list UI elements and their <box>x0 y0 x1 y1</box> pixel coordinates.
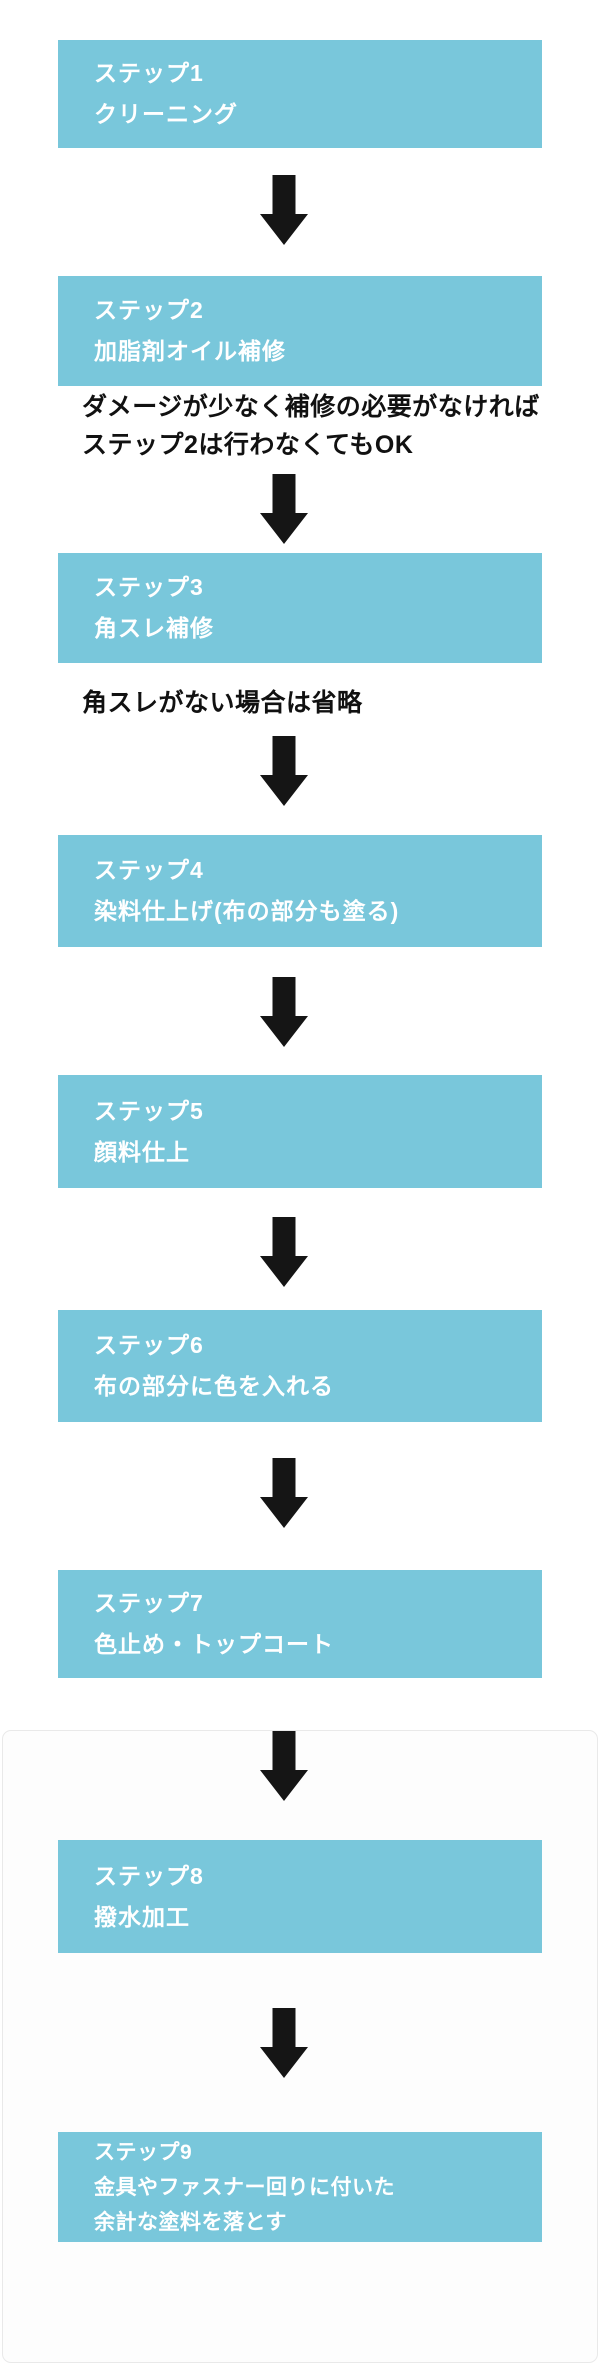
step-3-title: ステップ3 <box>94 574 204 600</box>
step-box-1: ステップ1 クリーニング <box>58 40 542 148</box>
step-box-6: ステップ6 布の部分に色を入れる <box>58 1310 542 1422</box>
step-box-5: ステップ5 顔料仕上 <box>58 1075 542 1188</box>
step-box-4: ステップ4 染料仕上げ(布の部分も塗る) <box>58 835 542 947</box>
step-7-detail: 色止め・トップコート <box>94 1631 334 1657</box>
step-9-detail-line2: 余計な塗料を落とす <box>94 2210 287 2234</box>
step-4-detail: 染料仕上げ(布の部分も塗る) <box>94 898 400 924</box>
step-7-title: ステップ7 <box>94 1590 204 1616</box>
down-arrow-icon <box>260 175 308 245</box>
step-2-detail: 加脂剤オイル補修 <box>94 338 286 364</box>
down-arrow-icon <box>260 736 308 806</box>
note-after-step2-line2: ステップ2は行わなくてもOK <box>82 431 414 459</box>
step-9-title: ステップ9 <box>94 2140 193 2164</box>
down-arrow-icon <box>260 1731 308 1801</box>
step-box-9: ステップ9 金具やファスナー回りに付いた 余計な塗料を落とす <box>58 2132 542 2242</box>
step-6-detail: 布の部分に色を入れる <box>94 1373 334 1399</box>
step-5-title: ステップ5 <box>94 1097 204 1124</box>
down-arrow-icon <box>260 474 308 544</box>
section-card-outline <box>2 1730 598 2363</box>
step-4-title: ステップ4 <box>94 857 204 883</box>
step-3-detail: 角スレ補修 <box>94 615 214 641</box>
note-after-step2-line1: ダメージが少なく補修の必要がなければ <box>82 393 540 421</box>
step-2-title: ステップ2 <box>94 297 204 323</box>
step-5-detail: 顔料仕上 <box>94 1138 190 1165</box>
step-1-detail: クリーニング <box>94 101 238 127</box>
step-box-3: ステップ3 角スレ補修 <box>58 553 542 663</box>
step-6-title: ステップ6 <box>94 1332 204 1358</box>
note-after-step3-line1: 角スレがない場合は省略 <box>82 689 363 717</box>
step-box-7: ステップ7 色止め・トップコート <box>58 1570 542 1678</box>
step-1-title: ステップ1 <box>94 60 204 86</box>
step-8-title: ステップ8 <box>94 1862 204 1889</box>
step-box-2: ステップ2 加脂剤オイル補修 <box>58 276 542 386</box>
step-8-detail: 撥水加工 <box>94 1903 190 1930</box>
down-arrow-icon <box>260 1458 308 1528</box>
down-arrow-icon <box>260 977 308 1047</box>
step-9-detail-line1: 金具やファスナー回りに付いた <box>94 2175 395 2199</box>
step-box-8: ステップ8 撥水加工 <box>58 1840 542 1953</box>
down-arrow-icon <box>260 2008 308 2078</box>
note-after-step3: 角スレがない場合は省略 <box>82 684 363 722</box>
note-after-step2: ダメージが少なく補修の必要がなければ ステップ2は行わなくてもOK <box>82 388 540 464</box>
down-arrow-icon <box>260 1217 308 1287</box>
